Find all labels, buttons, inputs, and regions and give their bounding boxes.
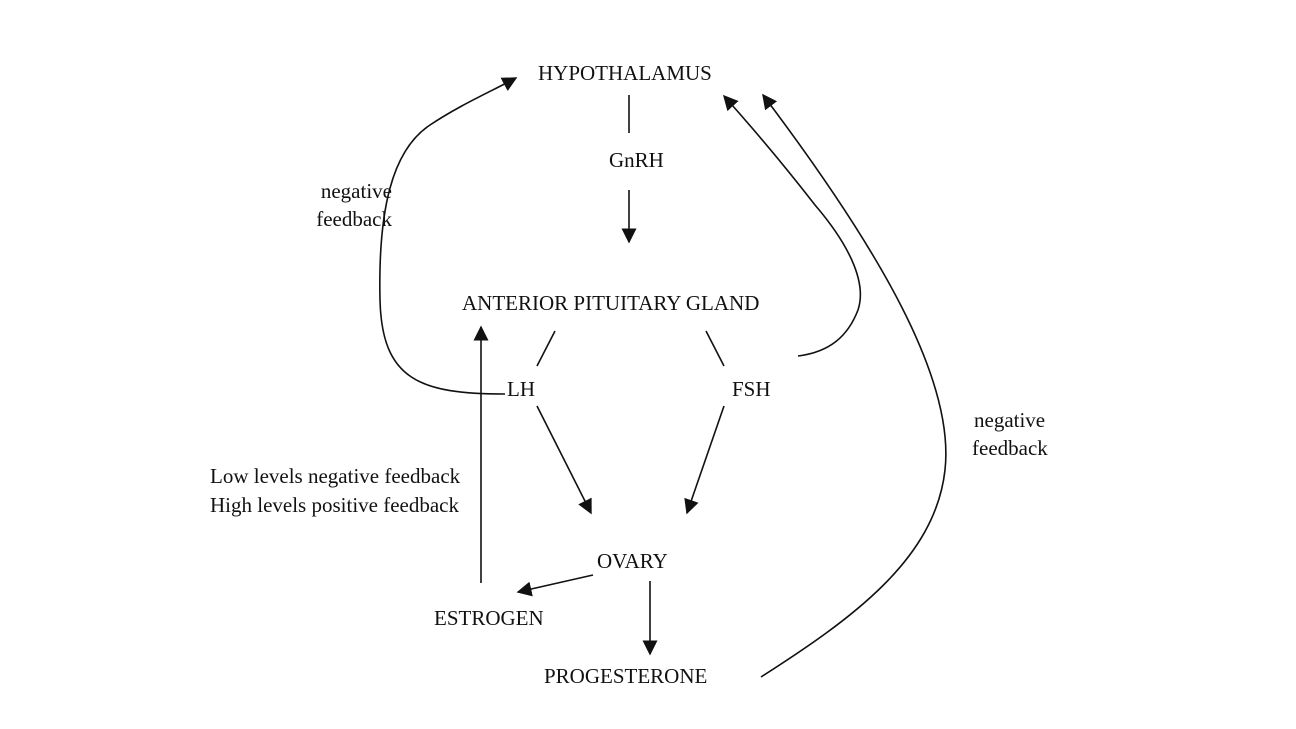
left-feedback-annotation: negative feedback [270, 177, 392, 233]
progesterone-label: PROGESTERONE [544, 664, 708, 688]
left-feedback-line1: negative [320, 179, 392, 203]
anterior-pituitary-label: ANTERIOR PITUITARY GLAND [462, 291, 760, 315]
estrogen-label: ESTROGEN [434, 606, 544, 630]
gnrh-label: GnRH [609, 148, 664, 172]
fsh-to-ovary-arrow [684, 405, 725, 515]
estrogen-feedback-line1: Low levels negative feedback [210, 464, 461, 488]
left-feedback-line2: feedback [316, 207, 392, 231]
fsh-negative-feedback-arrow [722, 94, 862, 357]
progesterone-negative-feedback-arrow [760, 93, 947, 678]
lh-label: LH [507, 377, 535, 401]
right-feedback-line2: feedback [972, 436, 1048, 460]
hypothalamus-label: HYPOTHALAMUS [538, 61, 712, 85]
lh-to-ovary-arrow [536, 405, 592, 515]
right-feedback-line1: negative [974, 408, 1046, 432]
pituitary-fsh-connector [705, 330, 725, 367]
estrogen-feedback-line2: High levels positive feedback [210, 493, 460, 517]
ovary-label: OVARY [597, 549, 668, 573]
pituitary-lh-connector [536, 330, 556, 367]
lh-negative-feedback-arrow [379, 77, 518, 395]
ovary-to-estrogen-arrow [516, 574, 594, 597]
right-feedback-annotation: negative feedback [972, 406, 1048, 462]
estrogen-feedback-annotation: Low levels negative feedback High levels… [210, 462, 460, 520]
fsh-label: FSH [732, 377, 771, 401]
